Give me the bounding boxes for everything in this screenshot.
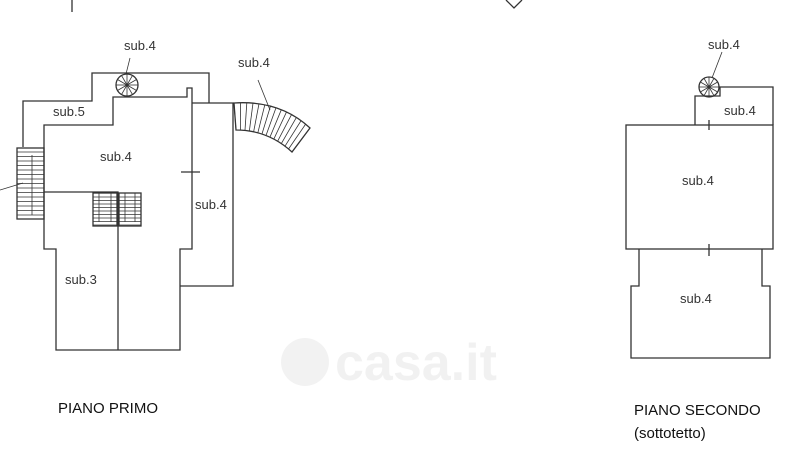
stair-tread	[708, 86, 715, 96]
stair-tread	[284, 120, 302, 147]
stair-tread	[273, 111, 287, 140]
svg-text:sub.4: sub.4	[100, 149, 132, 164]
svg-text:casa.it: casa.it	[335, 334, 497, 392]
piano-secondo-plan: sub.4 sub.4 sub.4 sub.4 PIANO SECONDO (s…	[625, 37, 774, 442]
piano-primo-title: PIANO PRIMO	[58, 400, 158, 417]
svg-text:sub.4: sub.4	[124, 38, 156, 53]
stair-tread	[708, 81, 718, 88]
internal-divider	[44, 191, 119, 350]
stair-tread	[703, 86, 710, 96]
svg-text:sub.4: sub.4	[682, 173, 714, 188]
stair-tread	[281, 117, 297, 144]
svg-text:sub.4: sub.4	[724, 103, 756, 118]
stair-tread	[126, 84, 137, 91]
stair-tread	[248, 103, 254, 132]
stair-tread	[288, 123, 306, 150]
stair-tread	[703, 78, 710, 88]
stair-tread	[233, 102, 237, 131]
stair-tread	[121, 75, 128, 86]
stair-tread	[265, 107, 277, 136]
lower-attic-room	[630, 249, 771, 359]
piano-secondo-subtitle: (sottotetto)	[634, 425, 706, 442]
stair-tread	[261, 106, 271, 135]
stair-tread	[291, 127, 311, 153]
piano-primo-plan: sub.4 sub.4 sub.5 sub.4 sub.4 sub.3 PIAN…	[0, 38, 311, 417]
stair-tread	[700, 86, 710, 93]
svg-text:sub.4: sub.4	[708, 37, 740, 52]
svg-text:sub.4: sub.4	[238, 55, 270, 70]
stair-tread	[244, 102, 248, 131]
piano-secondo-title: PIANO SECONDO	[634, 402, 761, 419]
stair-tread	[257, 104, 266, 133]
main-attic-room	[625, 124, 774, 250]
svg-text:sub.4: sub.4	[195, 197, 227, 212]
stair-tread	[117, 79, 128, 86]
stair-tread	[277, 114, 292, 142]
internal-staircase-left	[92, 192, 118, 227]
stair-tread	[117, 84, 128, 91]
svg-text:sub.4: sub.4	[680, 291, 712, 306]
svg-text:sub.3: sub.3	[65, 272, 97, 287]
stair-tread	[126, 75, 133, 86]
stair-tread	[121, 84, 128, 95]
curved-staircase	[233, 79, 311, 153]
stair-tread	[253, 103, 260, 132]
cropped-symbol-fragment	[505, 0, 523, 9]
side-room-wall	[180, 102, 234, 287]
stair-tread	[700, 81, 710, 88]
stair-tread	[708, 78, 715, 88]
stair-tread	[126, 79, 137, 86]
spiral-staircase-icon	[698, 51, 723, 98]
stair-tread	[269, 109, 282, 138]
left-staircase	[0, 147, 45, 220]
outer-balcony-wall	[22, 72, 210, 147]
casa-it-watermark: casa.it	[281, 334, 497, 392]
spiral-staircase-icon	[115, 57, 139, 97]
internal-staircase-right	[118, 192, 142, 227]
main-room-wall	[43, 87, 193, 351]
svg-text:sub.5: sub.5	[53, 104, 85, 119]
stair-tread	[708, 86, 718, 93]
upper-small-room	[694, 86, 774, 125]
stair-tread	[126, 84, 133, 95]
